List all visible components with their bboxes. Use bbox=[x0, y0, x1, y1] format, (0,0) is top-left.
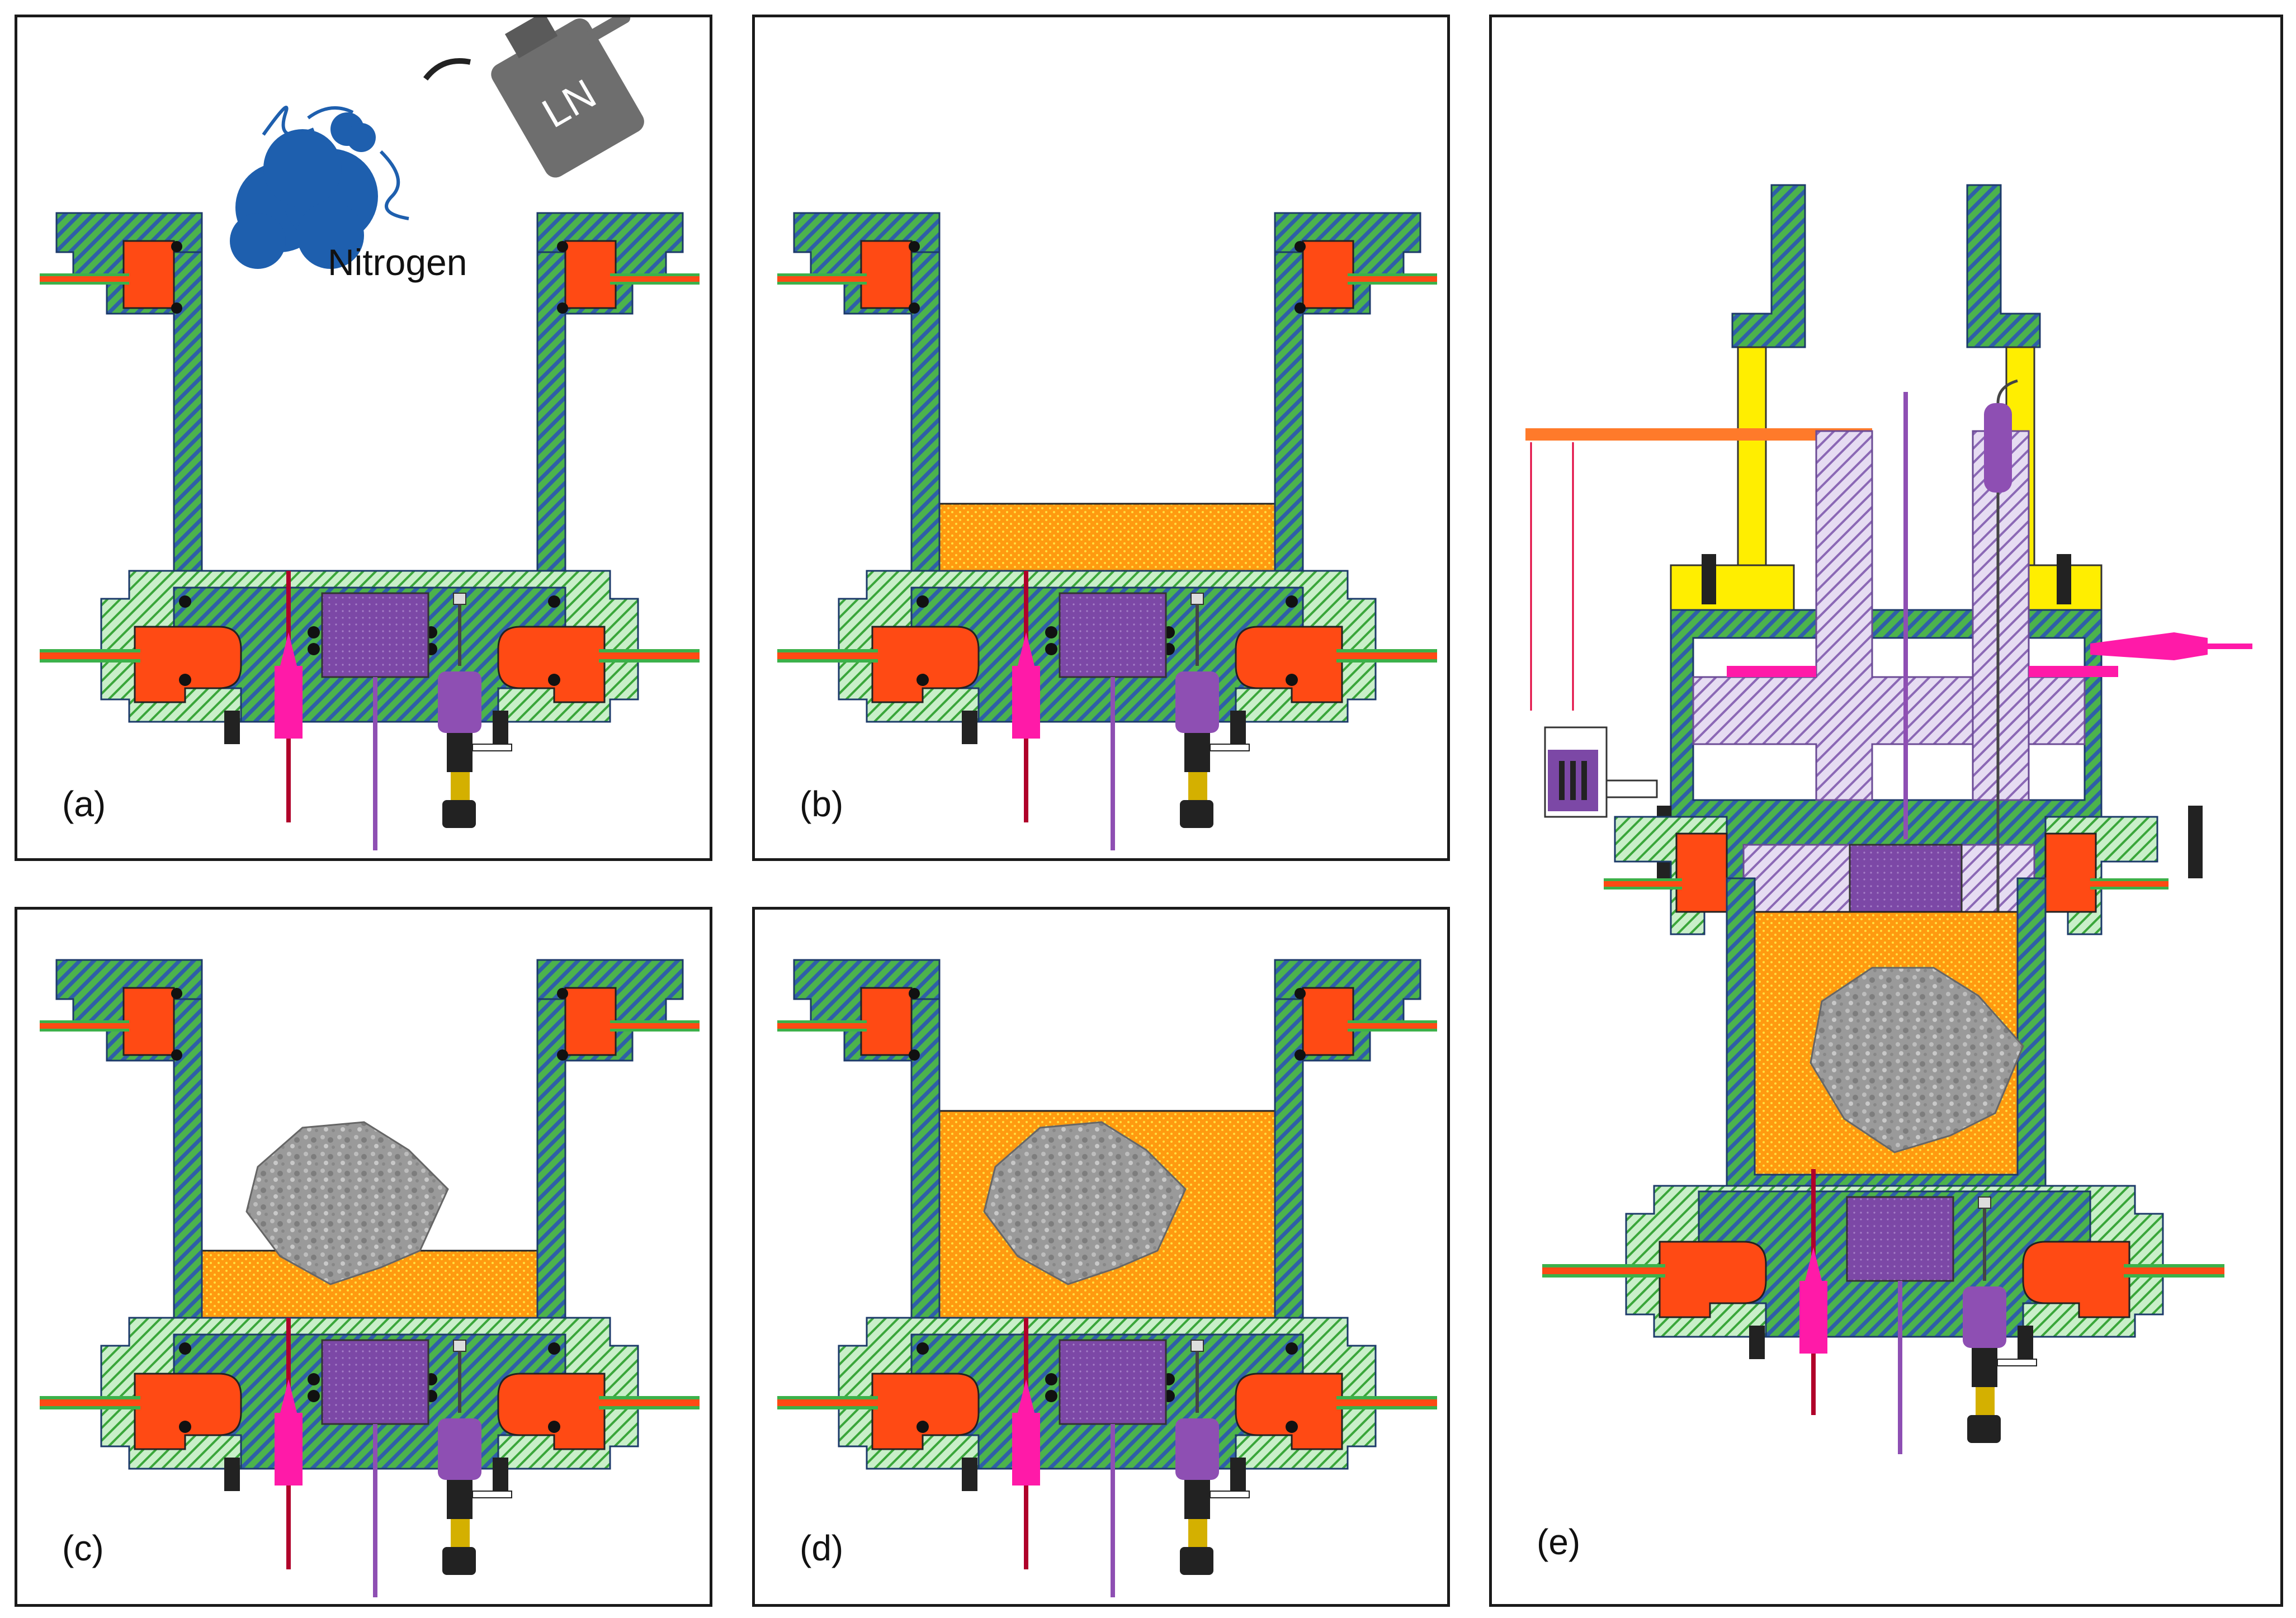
nitrogen-cloud-icon bbox=[230, 112, 378, 269]
cell-diagram-e bbox=[1525, 184, 2252, 1454]
panel-label-e: (e) bbox=[1537, 1522, 1581, 1562]
rock-sample-icon bbox=[1810, 967, 2024, 1153]
cell-diagram-a: LN bbox=[17, 17, 711, 859]
rock-sample-icon bbox=[245, 1121, 449, 1285]
cell-diagram-d bbox=[755, 910, 1448, 1605]
panel-label-d: (d) bbox=[800, 1528, 844, 1568]
panel-d: (d) bbox=[752, 907, 1450, 1607]
panel-e: (e) bbox=[1489, 15, 2283, 1607]
panel-label-a: (a) bbox=[62, 784, 106, 824]
panel-c: (c) bbox=[15, 907, 712, 1607]
panel-label-b: (b) bbox=[800, 784, 844, 824]
cell-diagram-b bbox=[755, 17, 1448, 859]
panel-a: LN Nitrogen (a) bbox=[15, 15, 712, 861]
cell-diagram-c bbox=[17, 910, 711, 1605]
panel-label-c: (c) bbox=[62, 1528, 104, 1568]
liquid-nitrogen-bottle-icon: LN bbox=[491, 17, 644, 178]
panel-b: (b) bbox=[752, 15, 1450, 861]
rock-sample-icon bbox=[983, 1121, 1187, 1285]
nitrogen-label: Nitrogen bbox=[328, 242, 467, 283]
